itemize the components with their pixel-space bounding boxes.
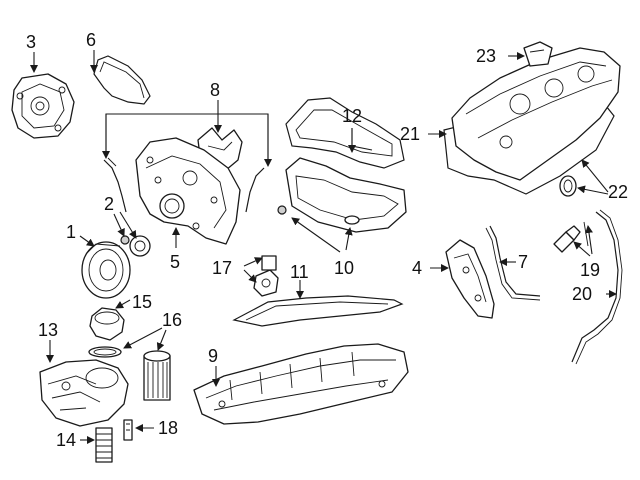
leader-lines: [30, 50, 617, 444]
part-3-tensioner-housing: [11, 73, 75, 139]
callout-11: 11: [290, 262, 309, 282]
callout-labels: 1 2 3 4 5 6 7 8 9 10 11 12 13 14 15 16 1…: [26, 30, 628, 450]
callout-5: 5: [170, 252, 180, 272]
callout-1: 1: [66, 222, 76, 242]
part-23-valve-cover: [451, 41, 621, 181]
callout-16: 16: [162, 310, 182, 330]
part-15-filter-cap: [89, 307, 125, 341]
part-10-upper-oil-pan: [277, 157, 407, 233]
part-13-filter-housing: [39, 359, 129, 427]
callout-10: 10: [334, 258, 354, 278]
callout-20: 20: [572, 284, 592, 304]
callout-3: 3: [26, 32, 36, 52]
callout-19: 19: [580, 260, 600, 280]
part-2-crank-seal: [120, 235, 151, 257]
callout-12: 12: [342, 106, 362, 126]
callout-17: 17: [212, 258, 232, 278]
part-7-breather-hose: [485, 225, 541, 301]
callout-2: 2: [104, 194, 114, 214]
part-18-pressure-sender: [123, 419, 133, 441]
part-4-separator: [445, 239, 495, 319]
callout-15: 15: [132, 292, 152, 312]
callout-8: 8: [210, 80, 220, 100]
part-9-oil-pan: [193, 343, 409, 425]
part-11-oil-pan-gasket: [232, 295, 404, 327]
part-19-sensor: [553, 225, 581, 253]
part-20-dipstick: [571, 209, 623, 365]
callout-6: 6: [86, 30, 96, 50]
part-22-seal: [559, 175, 577, 197]
part-16-oil-filter: [88, 346, 171, 401]
part-14-spring: [95, 427, 113, 463]
callout-21: 21: [400, 124, 420, 144]
callout-23: 23: [476, 46, 496, 66]
callout-7: 7: [518, 252, 528, 272]
part-1-balancer: [81, 241, 131, 299]
callout-9: 9: [208, 346, 218, 366]
part-17-oil-sensor: [253, 255, 279, 297]
callout-14: 14: [56, 430, 76, 450]
callout-22: 22: [608, 182, 628, 202]
part-5-timing-cover: [135, 137, 241, 245]
callout-13: 13: [38, 320, 58, 340]
callout-18: 18: [158, 418, 178, 438]
part-6-cover-gasket: [93, 55, 151, 105]
part-12-pan-gasket: [285, 97, 405, 169]
callout-4: 4: [412, 258, 422, 278]
